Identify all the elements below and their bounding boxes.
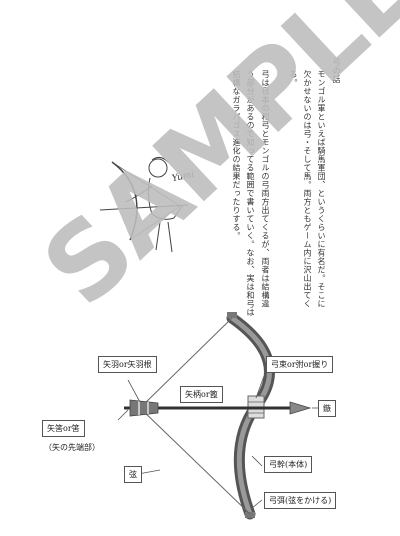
label-arrow-shaft: 矢柄or篦: [180, 386, 223, 403]
article-column-7: 結構なガラパゴス進化の結果だったりする。: [232, 70, 241, 240]
article-title: 弓の話: [332, 58, 341, 84]
arrowhead-shape: [289, 401, 312, 415]
label-arrow-nock-note: （矢の先端部）: [44, 443, 100, 452]
label-bow-body: 弓幹(本体): [264, 456, 313, 473]
label-bow-tip: 弓弭(弦をかける): [264, 492, 337, 509]
label-arrow-feather: 矢羽or矢羽根: [98, 356, 157, 373]
label-arrowhead: 鏃: [318, 400, 336, 417]
arrow-feathers: [129, 399, 159, 417]
lower-bow-tip: [245, 512, 255, 518]
article-column-5: 弓は日本の和弓とモンゴルの弓両方出てくるが、両者は結構違: [261, 70, 270, 308]
article-column-3: る。: [289, 70, 298, 87]
label-string: 弦: [124, 466, 142, 483]
label-arrow-nock: 矢筈or筈: [42, 420, 85, 437]
article-column-1: モンゴル軍といえば騎馬軍団、というくらいに有名だ。そこに: [317, 70, 326, 308]
label-grip: 弓束or弣or握り: [266, 356, 334, 373]
upper-bow-tip: [227, 312, 237, 318]
article-column-2: 欠かせないのは弓・そして馬。両方ともゲーム内に沢山出てく: [303, 70, 312, 308]
bow-string: [139, 317, 233, 409]
article-column-6: う部分があるので知ってる範囲で書いていく。なお、実は和弓は: [246, 70, 255, 317]
